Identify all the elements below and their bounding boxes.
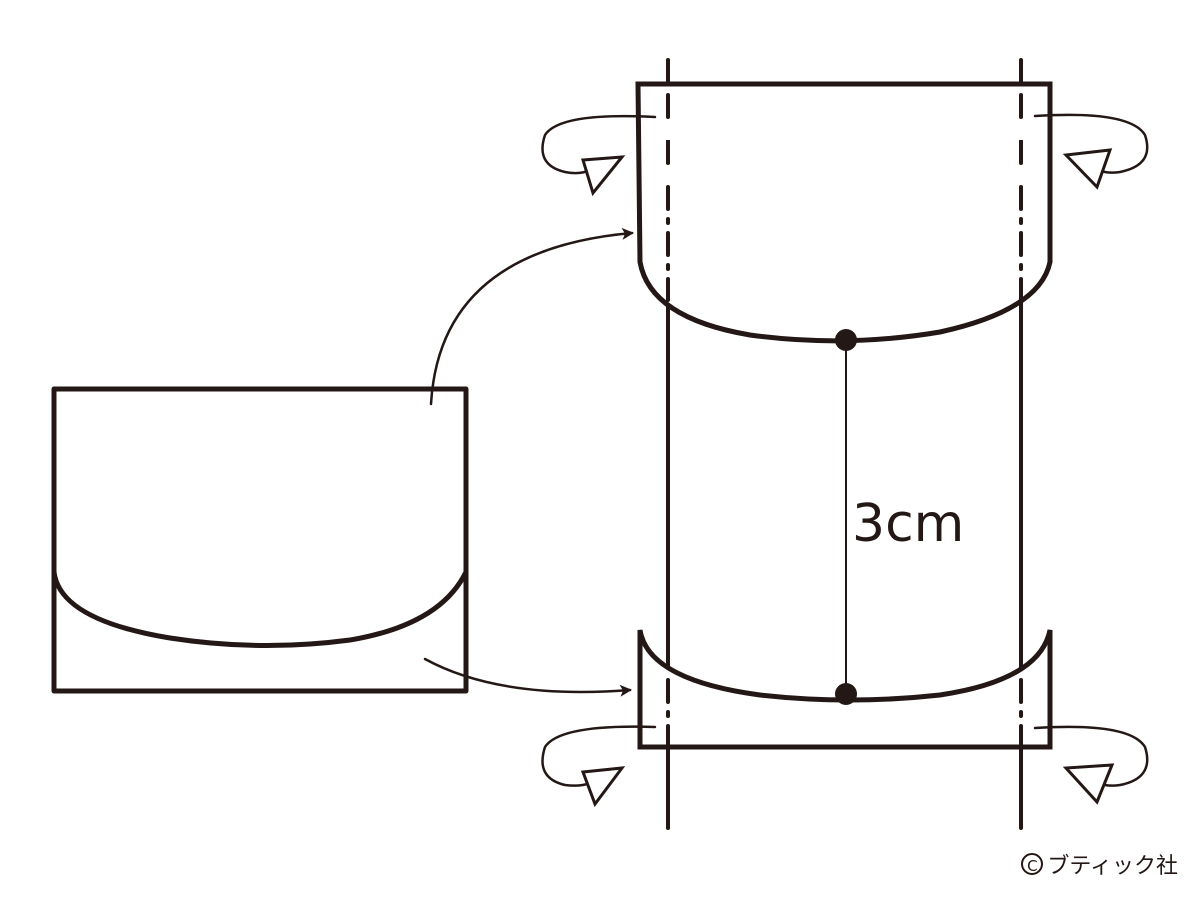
arrow-to-bottom-panel <box>423 657 632 697</box>
flat-piece-curve <box>51 569 469 649</box>
copyright-icon: C <box>1021 853 1044 875</box>
flat-piece <box>51 386 469 694</box>
fold-arrow-bottom-left <box>541 725 657 808</box>
bottom-panel-outline <box>637 629 1053 750</box>
flat-piece-outline <box>51 386 469 694</box>
bottom-panel <box>637 629 1053 750</box>
top-panel-outline <box>635 81 1053 344</box>
copyright-credit: C ブティック社 <box>1021 848 1178 880</box>
measurement: 3cm <box>835 329 964 705</box>
arrow-to-top-panel <box>429 227 634 406</box>
measurement-label: 3cm <box>852 494 964 554</box>
fold-arrow-top-left <box>541 114 657 197</box>
measurement-dot-bottom <box>835 683 857 705</box>
measurement-dot-top <box>835 329 857 351</box>
top-panel <box>635 81 1053 344</box>
publisher-name: ブティック社 <box>1047 854 1178 879</box>
fold-arrow-top-right <box>1033 113 1149 190</box>
fold-arrow-bottom-right <box>1033 725 1149 805</box>
